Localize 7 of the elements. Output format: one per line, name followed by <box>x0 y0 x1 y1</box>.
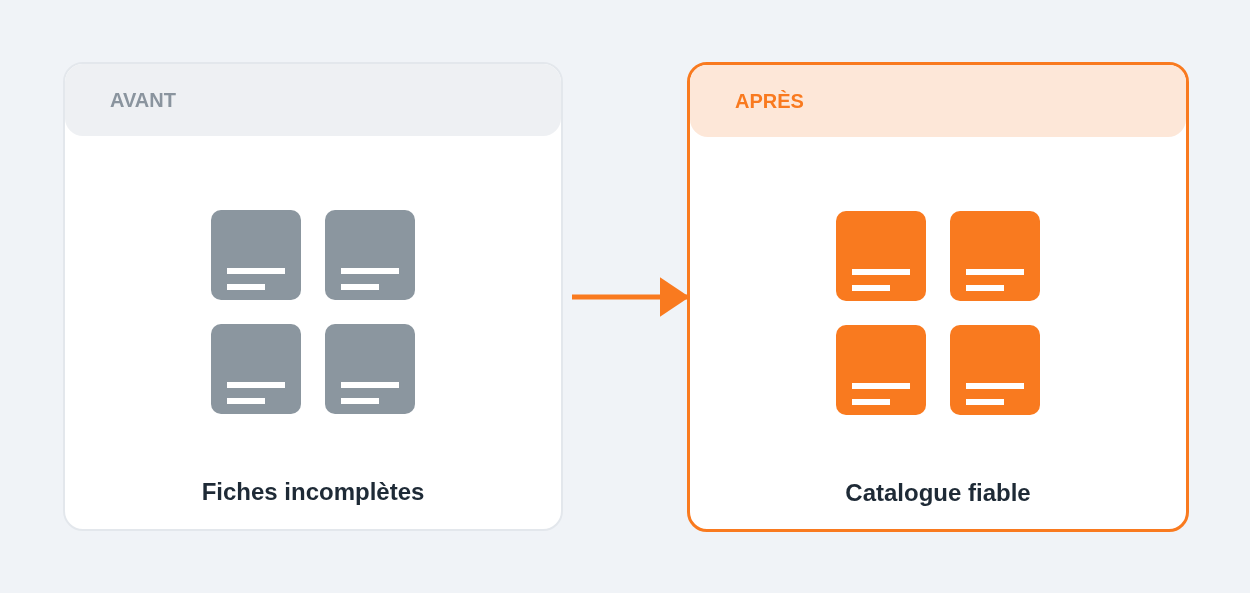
panel-card <box>63 62 563 531</box>
arrow <box>572 277 690 317</box>
panel-card <box>687 62 1189 532</box>
panel-caption: Catalogue fiable <box>844 478 1032 508</box>
panel-heading: APRÈS <box>735 89 804 114</box>
panel-caption: Fiches incomplètes <box>200 477 426 507</box>
panel-heading: AVANT <box>110 88 176 113</box>
